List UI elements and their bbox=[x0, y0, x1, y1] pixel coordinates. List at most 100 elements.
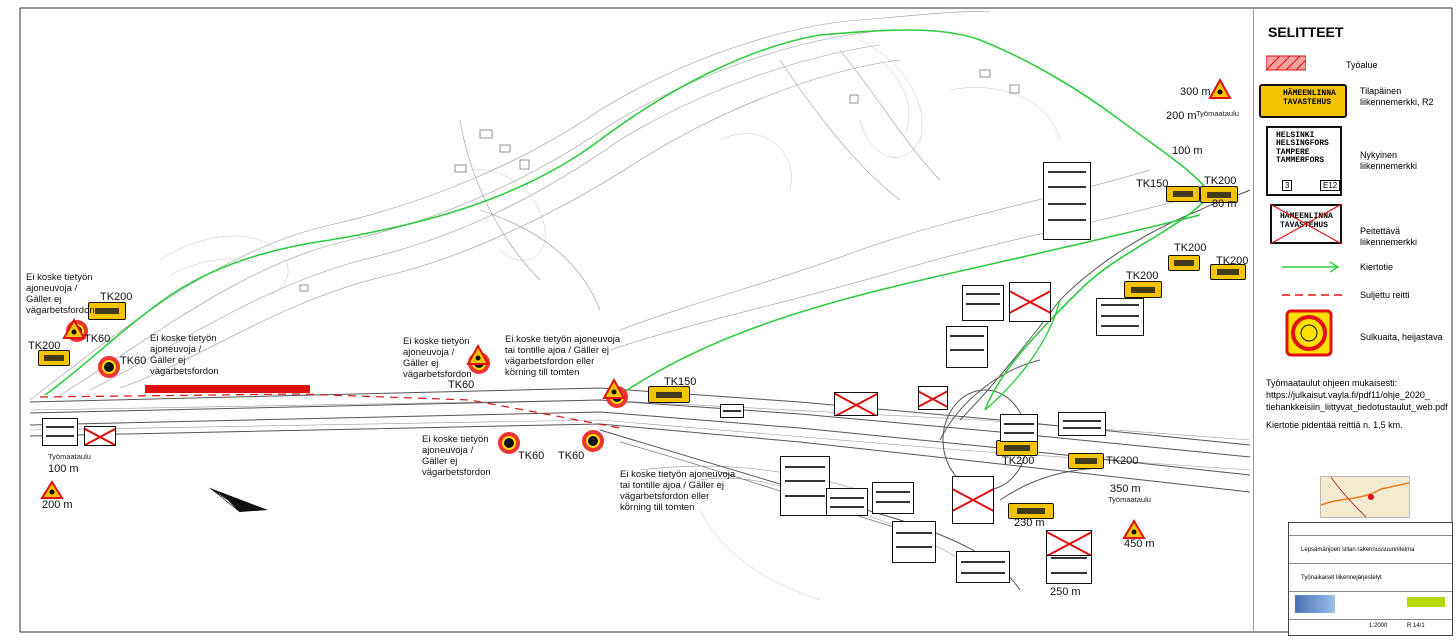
temp-sign bbox=[648, 386, 690, 403]
speed-sign-label: TK200 bbox=[1126, 270, 1159, 282]
exempt-note: Ei koske tietyön ajoneuvoja / Gäller ej … bbox=[26, 272, 95, 316]
covered-sign bbox=[84, 426, 116, 446]
distance-label: 450 m bbox=[1124, 538, 1155, 550]
current-sign-code: 3 bbox=[1282, 180, 1293, 191]
barrier bbox=[498, 432, 520, 454]
covered-cross-icon bbox=[1270, 204, 1342, 244]
existing-sign bbox=[1096, 298, 1144, 336]
existing-sign bbox=[946, 326, 988, 368]
temp-sign bbox=[1200, 186, 1238, 203]
exempt-note: Ei koske tietyön ajoneuvoja tai tontille… bbox=[505, 334, 621, 378]
covered-sign bbox=[834, 392, 878, 416]
temp-sign bbox=[1166, 186, 1200, 202]
existing-sign bbox=[826, 488, 868, 516]
exempt-note: Ei koske tietyön ajoneuvoja tai tontille… bbox=[620, 469, 736, 513]
distance-label: 200 m bbox=[1166, 110, 1197, 122]
existing-sign bbox=[720, 404, 744, 418]
distance-label: 250 m bbox=[1050, 586, 1081, 598]
existing-sign bbox=[42, 418, 78, 446]
distance-label: 80 m bbox=[1212, 198, 1237, 210]
legend-current-sign: HELSINKI HELSINGFORS TAMPERE TAMMERFORS bbox=[1266, 126, 1342, 196]
barrier-center bbox=[72, 326, 82, 336]
temp-sign bbox=[38, 350, 70, 366]
legend-detour: Kiertotie bbox=[1360, 262, 1394, 272]
work-area-swatch bbox=[1266, 55, 1306, 71]
barrier-center bbox=[474, 358, 484, 368]
existing-sign bbox=[1000, 414, 1038, 442]
legend-note-boards: Työmaataulut ohjeen mukaisesti: bbox=[1266, 378, 1398, 388]
legend-temp-sign-label: Tilapäinen liikennemerkki, R2 bbox=[1360, 86, 1434, 107]
temp-sign bbox=[996, 440, 1038, 456]
detour-route-east bbox=[619, 214, 1201, 396]
speed-sign-label: TK200 bbox=[28, 340, 61, 352]
distance-label: 300 m bbox=[1180, 86, 1211, 98]
scale-value: 1:2000 bbox=[1369, 623, 1388, 629]
legend-covered-sign-label: Peitettävä liikennemerkki bbox=[1360, 226, 1418, 247]
barrier-swatch bbox=[1285, 309, 1333, 357]
detour-ramp bbox=[984, 299, 1061, 411]
temp-sign bbox=[1168, 255, 1200, 271]
legend-note-detour: Kiertotie pidentää reittiä n. 1,5 km. bbox=[1266, 420, 1403, 430]
speed-sign-label: TK200 bbox=[1216, 255, 1249, 267]
drawing-title: Työnaikaiset liikennejärjestelyt bbox=[1301, 575, 1382, 581]
buildings bbox=[299, 69, 1020, 292]
temp-sign bbox=[1124, 281, 1162, 298]
exempt-note: Ei koske tietyön ajoneuvoja / Gäller ej … bbox=[422, 434, 491, 478]
contour-lines bbox=[29, 11, 1251, 581]
legend-work-area: Työalue bbox=[1346, 60, 1378, 70]
company-logo bbox=[1295, 595, 1335, 613]
covered-sign bbox=[1046, 530, 1092, 556]
legend-note-url: https://julkaisut.vayla.fi/pdf11/ohje_20… bbox=[1266, 390, 1448, 412]
covered-sign bbox=[952, 476, 994, 524]
existing-sign bbox=[872, 482, 914, 514]
location-minimap bbox=[1320, 476, 1410, 518]
site-board-label: Työmaataulu bbox=[1108, 495, 1151, 504]
barrier bbox=[582, 430, 604, 452]
speed-sign-label: TK200 bbox=[1204, 175, 1237, 187]
existing-sign bbox=[962, 285, 1004, 321]
current-sign-code: E12 bbox=[1320, 180, 1341, 191]
approval-stamp bbox=[1407, 597, 1445, 607]
work-area bbox=[145, 385, 310, 393]
speed-sign-label: TK60 bbox=[120, 355, 147, 367]
existing-sign bbox=[1058, 412, 1106, 436]
project-title: Lepsämänjoen sillan rakennussuunnitelma bbox=[1301, 547, 1415, 553]
existing-sign bbox=[1043, 162, 1091, 240]
distance-label: 100 m bbox=[48, 463, 79, 475]
site-board-label: Työmaataulu bbox=[48, 452, 91, 461]
sheet-number: R 14/1 bbox=[1407, 623, 1425, 629]
terrain-texture bbox=[159, 39, 1061, 601]
exempt-note: Ei koske tietyön ajoneuvoja / Gäller ej … bbox=[403, 336, 472, 380]
distance-label: 230 m bbox=[1014, 517, 1045, 529]
detour-swatch bbox=[1282, 261, 1340, 273]
temp-sign bbox=[1210, 264, 1246, 280]
temp-sign bbox=[1068, 453, 1104, 469]
temp-sign bbox=[88, 302, 126, 320]
barrier-center bbox=[612, 392, 622, 402]
legend-current-sign-label: Nykyinen liikennemerkki bbox=[1360, 150, 1418, 171]
distance-label: 200 m bbox=[42, 499, 73, 511]
existing-sign bbox=[956, 551, 1010, 583]
speed-sign-label: TK200 bbox=[1106, 455, 1139, 467]
speed-sign-label: TK200 bbox=[1002, 455, 1035, 467]
covered-sign bbox=[1009, 282, 1051, 322]
closed-route bbox=[39, 393, 621, 429]
title-block: Lepsämänjoen sillan rakennussuunnitelma … bbox=[1288, 522, 1453, 636]
legend-temp-sign: HÄMEENLINNA TAVASTEHUS bbox=[1259, 84, 1347, 118]
speed-sign-label: TK150 bbox=[1136, 178, 1169, 190]
existing-sign bbox=[780, 456, 830, 516]
existing-sign bbox=[892, 521, 936, 563]
legend-title: SELITTEET bbox=[1268, 24, 1344, 40]
closed-route-swatch bbox=[1282, 294, 1342, 296]
legend-closed-route: Suljettu reitti bbox=[1360, 290, 1410, 300]
legend-panel: SELITTEET Työalue HÄMEENLINNA TAVASTEHUS… bbox=[1253, 8, 1452, 632]
barrier bbox=[606, 386, 628, 408]
speed-sign-label: TK200 bbox=[100, 291, 133, 303]
exempt-note: Ei koske tietyön ajoneuvoja / Gäller ej … bbox=[150, 333, 219, 377]
speed-sign-label: TK60 bbox=[84, 333, 111, 345]
speed-sign-label: TK150 bbox=[664, 376, 697, 388]
distance-label: 100 m bbox=[1172, 145, 1203, 157]
distance-label: 350 m bbox=[1110, 483, 1141, 495]
